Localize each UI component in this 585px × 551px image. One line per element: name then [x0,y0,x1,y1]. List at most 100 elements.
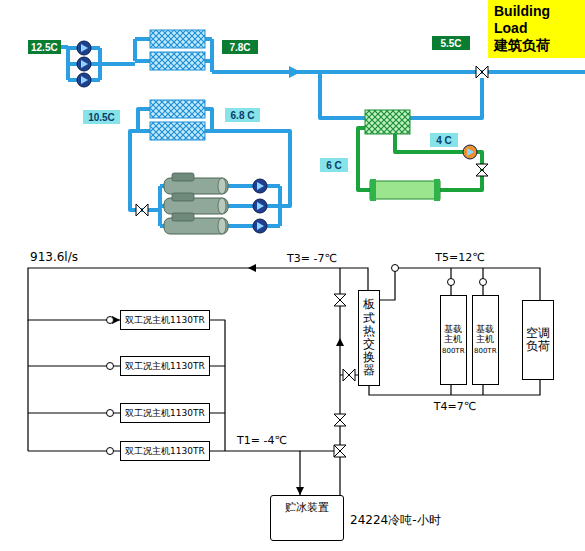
pump-triangle [257,202,264,210]
compressor [172,213,194,221]
chiller-end [218,218,226,234]
flow-arrow [289,66,301,78]
valve-symbol [482,66,488,78]
node-text: 空调负荷 [526,327,550,353]
node-box: 6.8 C [225,108,260,122]
node-text: 800TR [442,347,465,355]
pipe-connector [210,451,300,495]
node-box: 基载主机 800TR [440,295,467,385]
heat-exchanger [150,100,205,118]
node-box: 板式热交换器 [358,290,380,386]
valve-symbol [476,170,488,176]
valve-symbol [334,414,346,420]
heat-exchanger [365,110,410,134]
pump-symbol [77,57,91,71]
heat-exchanger-shell [370,181,440,199]
pipe [300,268,358,495]
pump-triangle [81,76,88,84]
valve-symbol [136,204,142,216]
pump-symbol [253,219,267,233]
valve-symbol [349,369,355,381]
pump-symbol [253,199,267,213]
node-text: 4 C [436,135,452,146]
pump-symbol [107,448,114,455]
node-text: 双工况主机1130TR [125,445,205,458]
node-text: 7.8C [229,42,250,53]
pump-triangle [81,60,88,68]
node-text: 建筑负荷 [494,37,550,54]
node-text: 12.5C [31,42,58,53]
node-box: 10.5C [83,110,120,124]
pump-symbol [77,73,91,87]
edge-label: T4=7℃ [432,400,478,413]
node-box: 12.5C [28,40,61,54]
heat-exchanger [150,52,205,70]
node-text: 双工况主机1130TR [125,314,205,327]
node-box: 双工况主机1130TR [120,310,210,330]
node-box: 双工况主机1130TR [120,403,210,423]
node-box: 4 C [430,133,458,147]
node-text: 基载主机 [476,325,494,345]
node-text: 800TR [474,347,497,355]
node-text: 贮冰装置 [285,500,329,515]
pump-symbol [253,179,267,193]
node-text: 基载主机 [444,325,462,345]
node-text: 双工况主机1130TR [125,360,205,373]
valve-symbol [476,66,482,78]
node-box: 双工况主机1130TR [120,356,210,376]
pump-symbol [480,279,487,286]
node-text: 双工况主机1130TR [125,407,205,420]
compressor [172,173,194,181]
flow-arrow [336,338,344,346]
valve-symbol [334,420,346,426]
pump-triangle [257,222,264,230]
edge-label: T1= -4℃ [235,434,289,447]
three-way-valve [334,445,340,457]
node-text: 5.5C [440,38,461,49]
pump-symbol [107,317,114,324]
shell-end [370,179,376,201]
node-text: Building Load [494,3,579,37]
chiller-end [218,198,226,214]
pump-symbol [463,145,477,159]
node-text: 板式热交换器 [363,298,375,377]
pump-triangle [81,44,88,52]
pump-symbol [107,410,114,417]
heat-exchanger [150,30,205,48]
heat-exchanger [150,122,205,140]
pipe [206,320,225,451]
valve-symbol [343,369,349,381]
pump-symbol [392,265,399,272]
pipe [28,320,120,451]
flow-arrow [248,264,256,272]
pump-triangle [467,148,474,156]
free-label: 24224冷吨-小时 [350,512,441,529]
node-box: 7.8C [222,40,258,54]
pump-symbol [448,279,455,286]
valve-symbol [142,204,148,216]
pump-triangle [257,182,264,190]
node-box: 5.5C [432,36,470,50]
chiller-end [218,178,226,194]
free-label: 913.6l/s [30,250,78,264]
node-box: 双工况主机1130TR [120,441,210,461]
edge-label: T5=12℃ [433,251,486,264]
node-text: 6 C [326,160,342,171]
pump-symbol [77,41,91,55]
node-box: 空调负荷 [522,300,554,380]
node-box: 基载主机 800TR [472,295,499,385]
node-text: 6.8 C [231,110,255,121]
pipe [60,39,150,80]
pump-symbol [107,363,114,370]
node-box: 6 C [320,158,348,172]
compressor [172,193,194,201]
valve-symbol [334,300,346,306]
node-box: 贮冰装置 [270,495,344,541]
valve-symbol [334,294,346,300]
shell-end [434,179,440,201]
node-box: Building Load建筑负荷 [488,0,585,58]
node-text: 10.5C [88,112,115,123]
valve-symbol [476,164,488,170]
